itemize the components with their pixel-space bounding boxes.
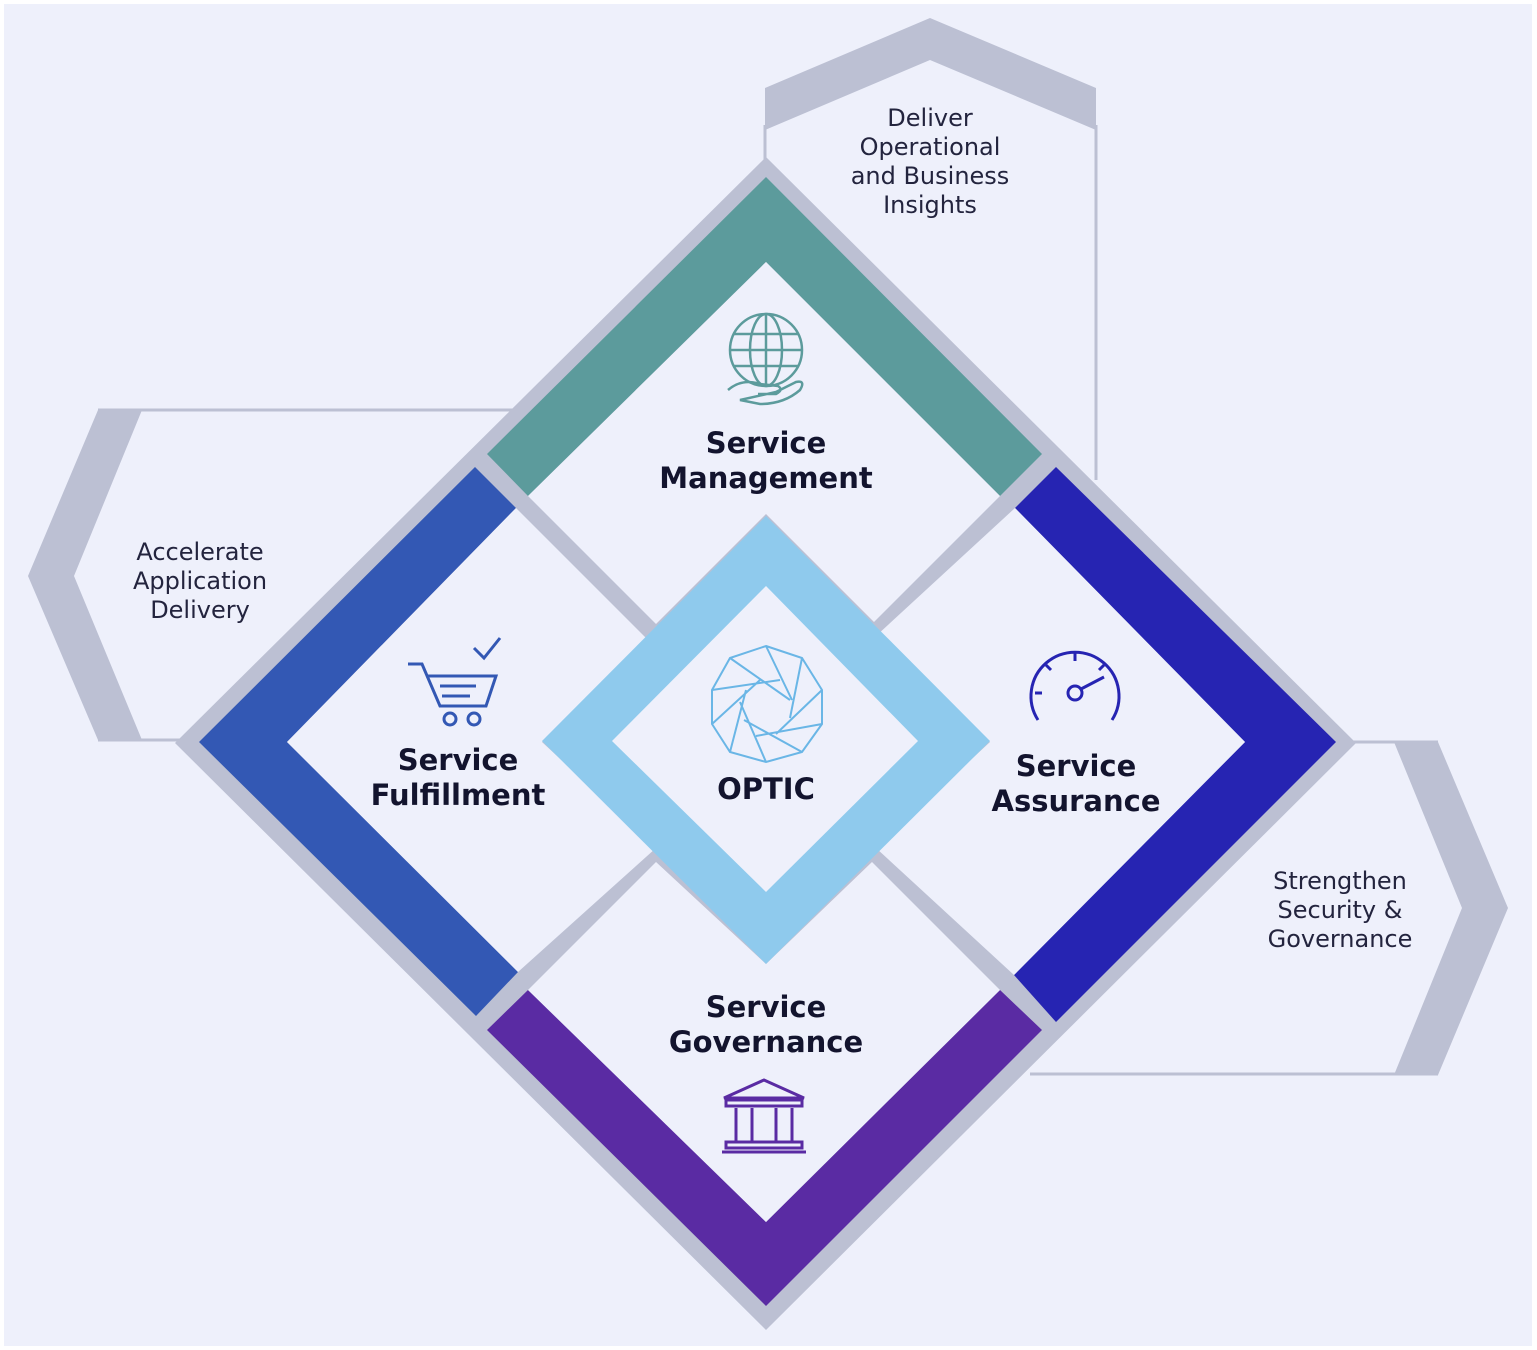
governance-band [487,990,1042,1306]
callout-top-shape [763,18,1098,480]
governance-panel [528,862,1000,1222]
aperture-icon [711,644,823,764]
speedometer-icon [1029,650,1121,721]
government-building-icon [722,1078,806,1154]
outcome-delivery: Accelerate Application Delivery [132,538,268,624]
shopping-cart-check-icon [408,637,502,727]
outcome-insights: Deliver Operational and Business Insight… [850,104,1010,219]
callout-right-shape [1030,740,1508,1076]
fulfillment-label: Service Fulfillment [370,743,546,812]
management-band [487,177,1042,496]
fulfillment-band [199,467,518,1016]
center-label: OPTIC [717,772,815,806]
management-label: Service Management [659,426,873,495]
governance-label: Service Governance [668,990,864,1059]
outcome-security: Strengthen Security & Governance [1267,867,1413,953]
assurance-band [1014,467,1336,1022]
globe-in-hand-icon [727,312,804,406]
assurance-label: Service Assurance [991,749,1161,818]
management-panel [528,262,1000,624]
assurance-panel [876,508,1245,975]
fulfillment-panel [287,508,656,972]
center-panel [612,586,918,892]
